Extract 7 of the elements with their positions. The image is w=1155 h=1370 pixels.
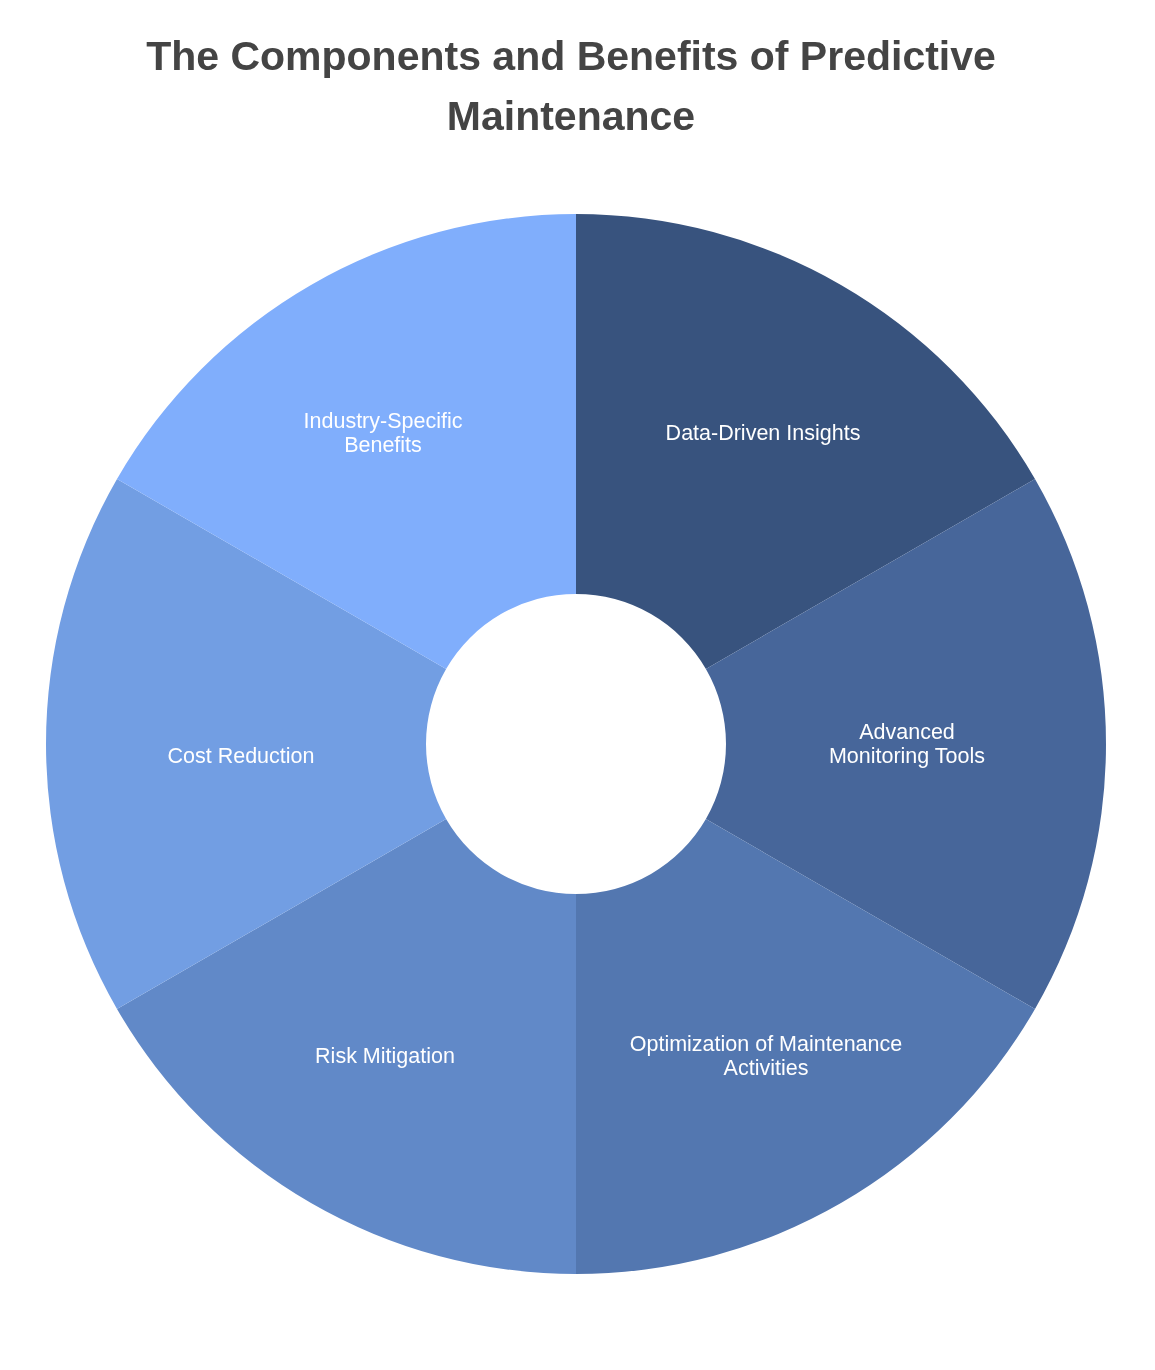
segment-label: Industry-Specific Benefits	[303, 409, 463, 457]
segment-label: Optimization of Maintenance Activities	[628, 1032, 904, 1080]
chart-title: The Components and Benefits of Predictive Maintenance	[145, 32, 997, 141]
segment-label: Cost Reduction	[166, 744, 316, 768]
segment-label: Advanced Monitoring Tools	[827, 720, 987, 768]
segment-label: Data-Driven Insights	[664, 421, 862, 445]
segment-label: Risk Mitigation	[314, 1044, 456, 1068]
